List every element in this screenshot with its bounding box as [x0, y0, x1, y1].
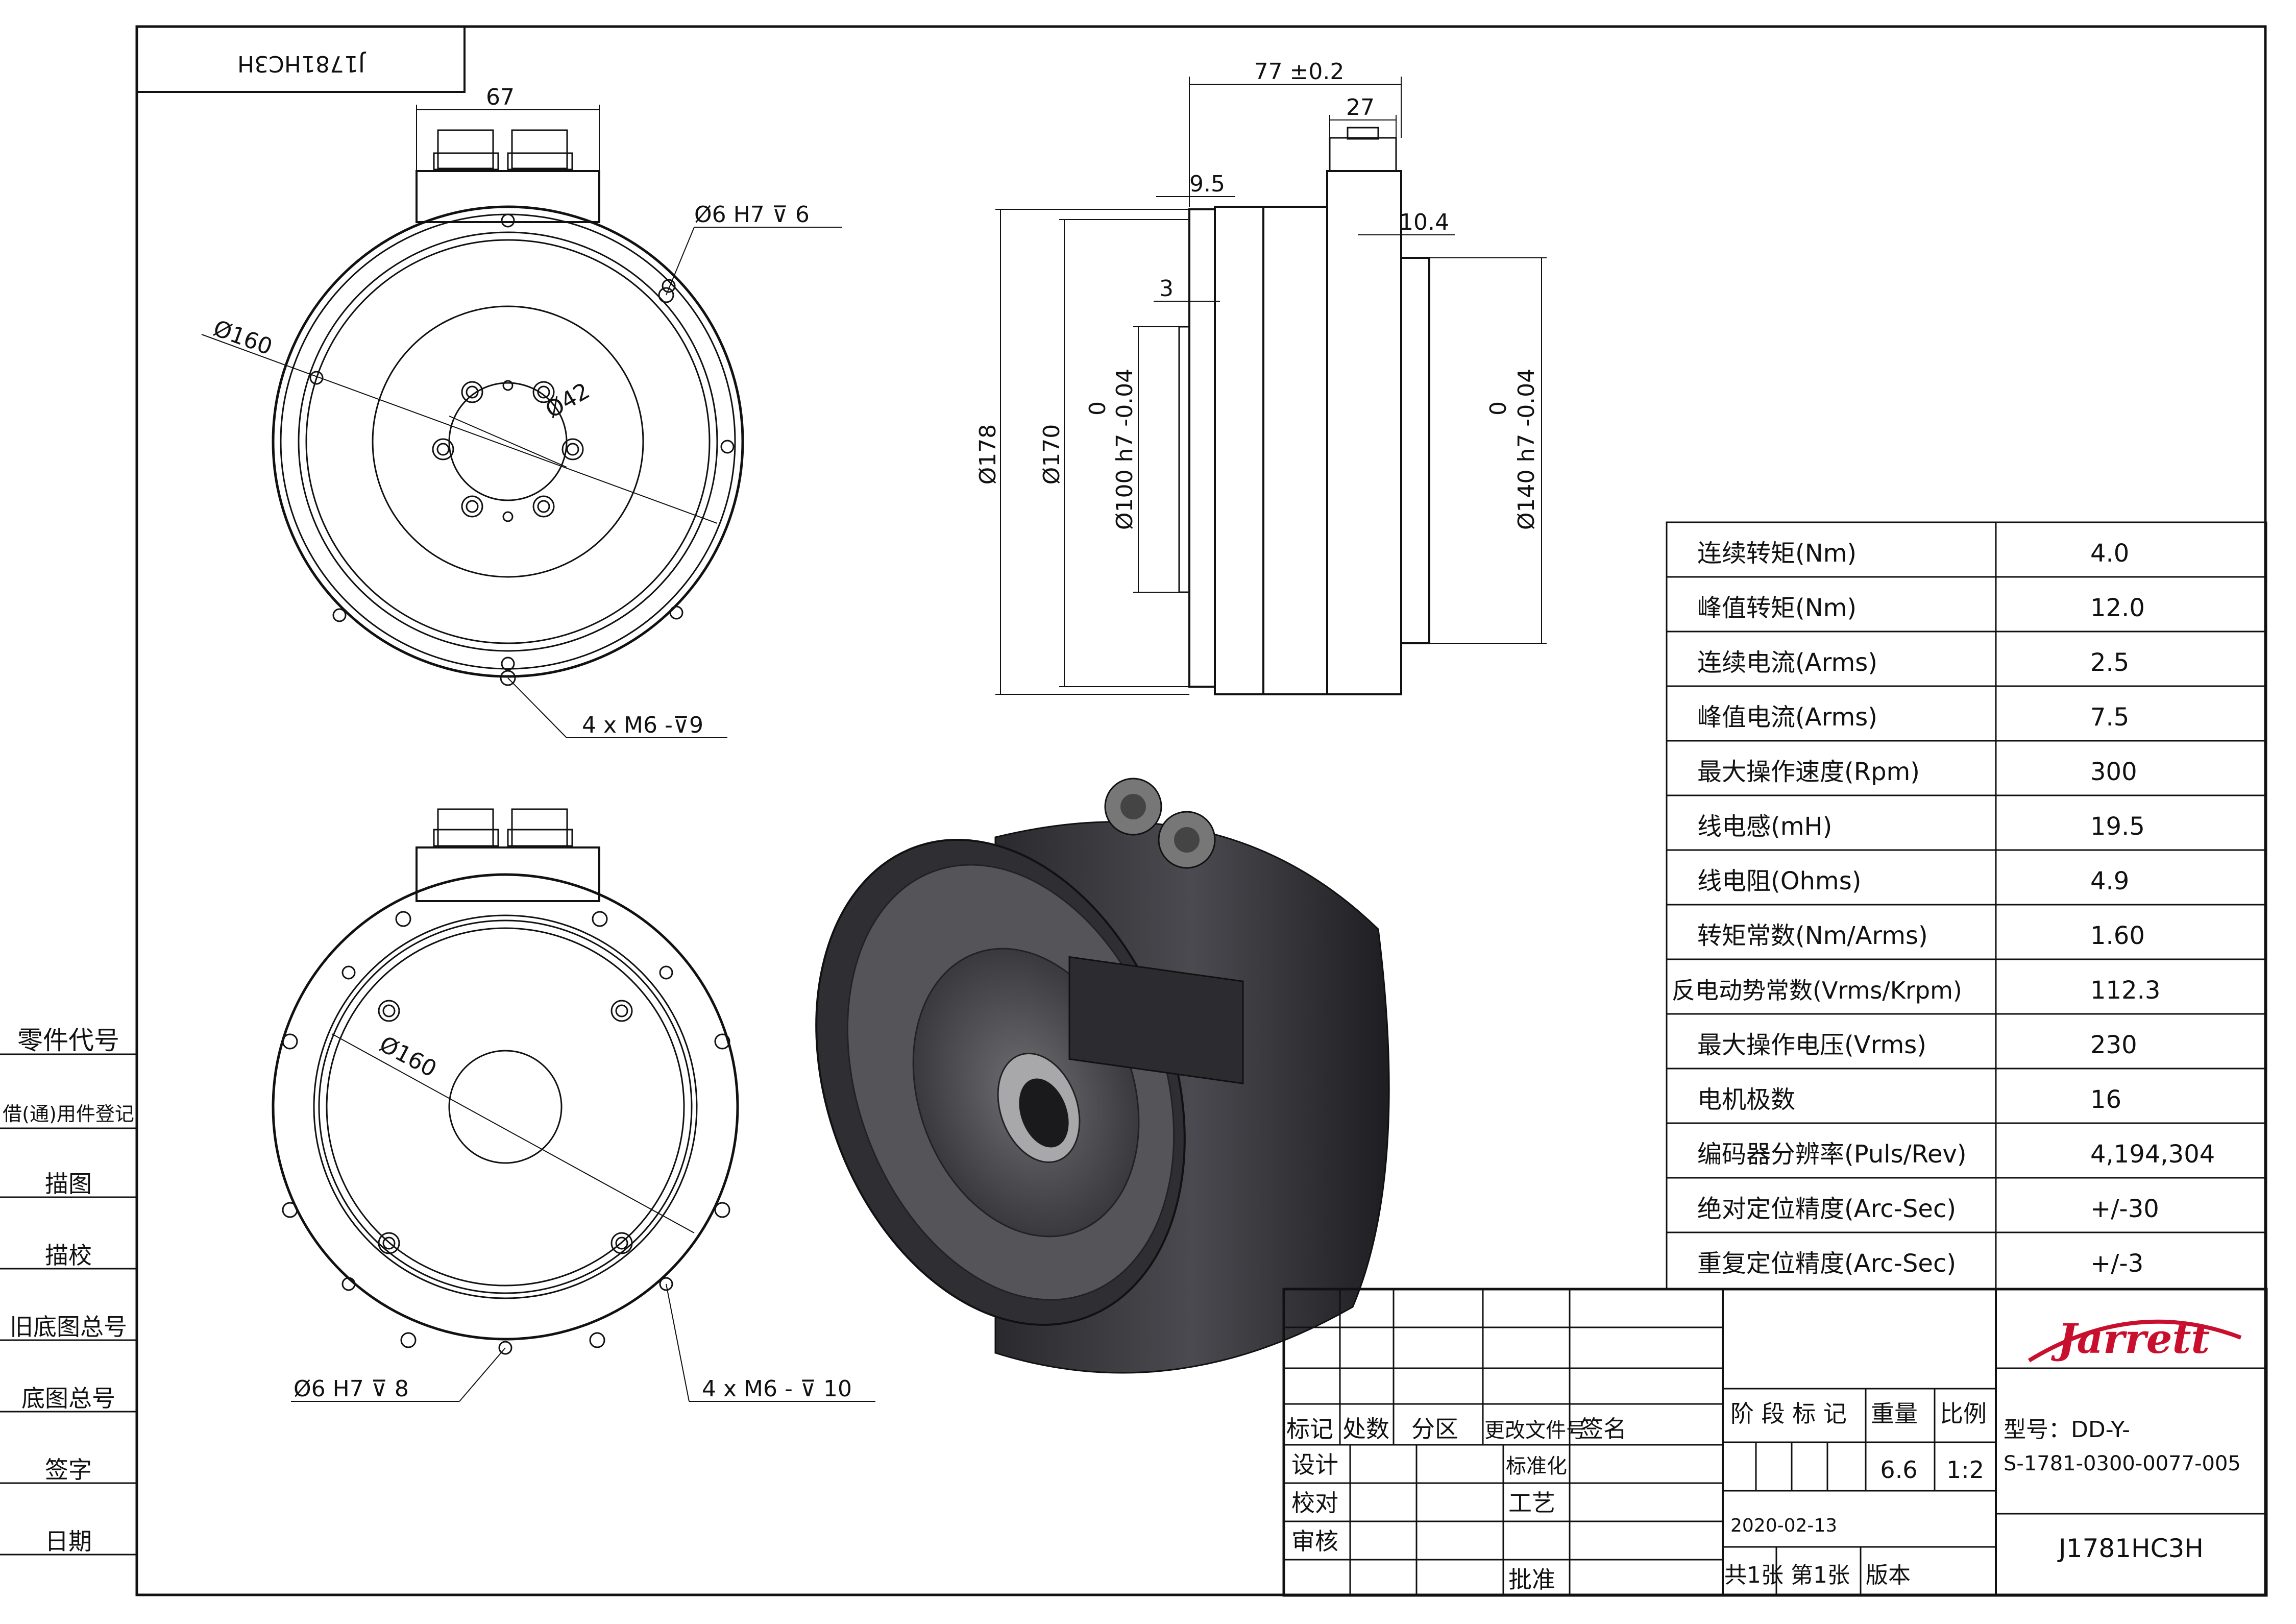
rear-outer-dia: Ø160 — [375, 1031, 441, 1083]
scale-value: 1:2 — [1946, 1456, 1984, 1484]
margin-signature: 签字 — [45, 1456, 92, 1484]
left-margin-table: 零件代号 借(通)用件登记 描图 描校 旧底图总号 底图总号 签字 日期 — [0, 1026, 137, 1556]
margin-trace-check: 描校 — [45, 1242, 92, 1269]
spec-label: 重复定位精度(Arc-Sec) — [1697, 1249, 1956, 1278]
spec-value: 7.5 — [2090, 703, 2129, 732]
side-boss-dim: 10.4 — [1399, 209, 1449, 235]
spec-label: 编码器分辨率(Puls/Rev) — [1697, 1140, 1967, 1169]
spec-value: 12.0 — [2090, 594, 2145, 622]
side-connector-width-dim: 27 — [1346, 94, 1375, 120]
rear-pin-hole-callout: Ø6 H7 ⊽ 8 — [294, 1376, 409, 1402]
drawing-frame — [135, 25, 2267, 1596]
side-flange-dim: 9.5 — [1189, 171, 1225, 197]
margin-trace: 描图 — [45, 1170, 92, 1198]
model-line-2: S-1781-0300-0077-005 — [2004, 1452, 2241, 1475]
spec-label: 最大操作速度(Rpm) — [1697, 758, 1920, 786]
side-dia-178: Ø178 — [975, 424, 1001, 485]
spec-value: 112.3 — [2090, 976, 2160, 1005]
model-line-1: 型号：DD-Y- — [2004, 1417, 2130, 1443]
spec-label: 反电动势常数(Vrms/Krpm) — [1672, 977, 1962, 1004]
issue-date: 2020-02-13 — [1730, 1515, 1837, 1536]
scale-label: 比例 — [1940, 1400, 1987, 1427]
weight-value: 6.6 — [1880, 1456, 1917, 1484]
side-dia-140-zero: 0 — [1485, 401, 1511, 416]
mirrored-id-box: J1781HC3H — [136, 26, 466, 93]
spec-value: +/-30 — [2090, 1195, 2159, 1223]
margin-part-code: 零件代号 — [17, 1026, 119, 1055]
front-inner-dia: Ø42 — [541, 378, 594, 423]
side-dia-140: Ø140 h7 -0.04 — [1513, 369, 1540, 530]
margin-base-no: 底图总号 — [21, 1385, 115, 1412]
mirrored-drawing-id: J1781HC3H — [237, 51, 367, 77]
spec-label: 绝对定位精度(Arc-Sec) — [1697, 1195, 1956, 1223]
rev-header-doc: 更改文件号 — [1484, 1419, 1586, 1442]
spec-value: 4,194,304 — [2090, 1140, 2215, 1169]
rev-header-mark: 标记 — [1286, 1415, 1333, 1443]
rear-view — [272, 808, 875, 1402]
spec-value: 4.9 — [2090, 867, 2129, 895]
spec-value: 1.60 — [2090, 922, 2145, 950]
spec-label: 最大操作电压(Vrms) — [1697, 1031, 1926, 1059]
spec-label: 线电感(mH) — [1697, 812, 1832, 841]
rev-header-sign: 签名 — [1580, 1415, 1627, 1443]
spec-label: 线电阻(Ohms) — [1697, 867, 1861, 895]
motor-render — [815, 778, 1390, 1374]
margin-old-base-no: 旧底图总号 — [10, 1313, 127, 1341]
side-dia-100-zero: 0 — [1085, 401, 1111, 416]
margin-date: 日期 — [45, 1528, 92, 1555]
spec-value: 19.5 — [2090, 812, 2145, 841]
side-dia-170: Ø170 — [1039, 424, 1065, 485]
rev-header-zone: 分区 — [1411, 1415, 1458, 1443]
spec-label: 转矩常数(Nm/Arms) — [1697, 922, 1928, 950]
role-approve: 批准 — [1508, 1566, 1555, 1593]
sheet-count: 共1张 第1张 — [1724, 1562, 1850, 1588]
front-pin-hole-callout: Ø6 H7 ⊽ 6 — [694, 202, 810, 228]
side-dia-100: Ø100 h7 -0.04 — [1112, 369, 1138, 530]
role-check: 校对 — [1291, 1489, 1338, 1517]
front-view — [201, 105, 842, 738]
spec-rows: 连续转矩(Nm) 4.0 峰值转矩(Nm) 12.0 连续电流(Arms) 2.… — [1672, 539, 2215, 1278]
front-width-dim: 67 — [486, 84, 515, 110]
margin-borrow-register: 借(通)用件登记 — [3, 1103, 134, 1125]
spec-label: 峰值电流(Arms) — [1697, 703, 1877, 732]
front-holes-callout: 4 x M6 -⊽9 — [582, 712, 703, 738]
front-outer-dia: Ø160 — [210, 315, 276, 360]
version-label: 版本 — [1866, 1562, 1911, 1588]
weight-label: 重量 — [1871, 1400, 1918, 1427]
title-block-text: 标记 处数 分区 更改文件号 签名 设计 校对 审核 标准化 工艺 批准 阶 段… — [1286, 1315, 2242, 1593]
spec-value: 300 — [2090, 758, 2137, 786]
role-standardize: 标准化 — [1506, 1455, 1567, 1478]
side-view — [995, 77, 1547, 695]
spec-label: 连续转矩(Nm) — [1697, 539, 1857, 568]
spec-value: 4.0 — [2090, 539, 2129, 568]
spec-label: 电机极数 — [1697, 1085, 1795, 1114]
side-step-dim: 3 — [1159, 276, 1174, 302]
logo-swoosh — [2028, 1319, 2242, 1363]
role-design: 设计 — [1291, 1451, 1338, 1478]
spec-label: 连续电流(Arms) — [1697, 648, 1877, 677]
role-review: 审核 — [1291, 1528, 1338, 1555]
rev-header-count: 处数 — [1342, 1415, 1389, 1443]
role-process: 工艺 — [1508, 1489, 1555, 1517]
side-length-dim: 77 ±0.2 — [1254, 59, 1345, 85]
drawing-number: J1781HC3H — [2057, 1534, 2204, 1563]
spec-value: 2.5 — [2090, 648, 2129, 677]
spec-value: 16 — [2090, 1085, 2121, 1114]
title-block — [1282, 1288, 2268, 1597]
spec-value: 230 — [2090, 1031, 2137, 1059]
rear-holes-callout: 4 x M6 - ⊽ 10 — [702, 1376, 852, 1402]
stage-label: 阶 段 标 记 — [1730, 1400, 1847, 1427]
spec-label: 峰值转矩(Nm) — [1697, 594, 1857, 622]
spec-value: +/-3 — [2090, 1249, 2143, 1278]
spec-table — [1666, 521, 2267, 1290]
